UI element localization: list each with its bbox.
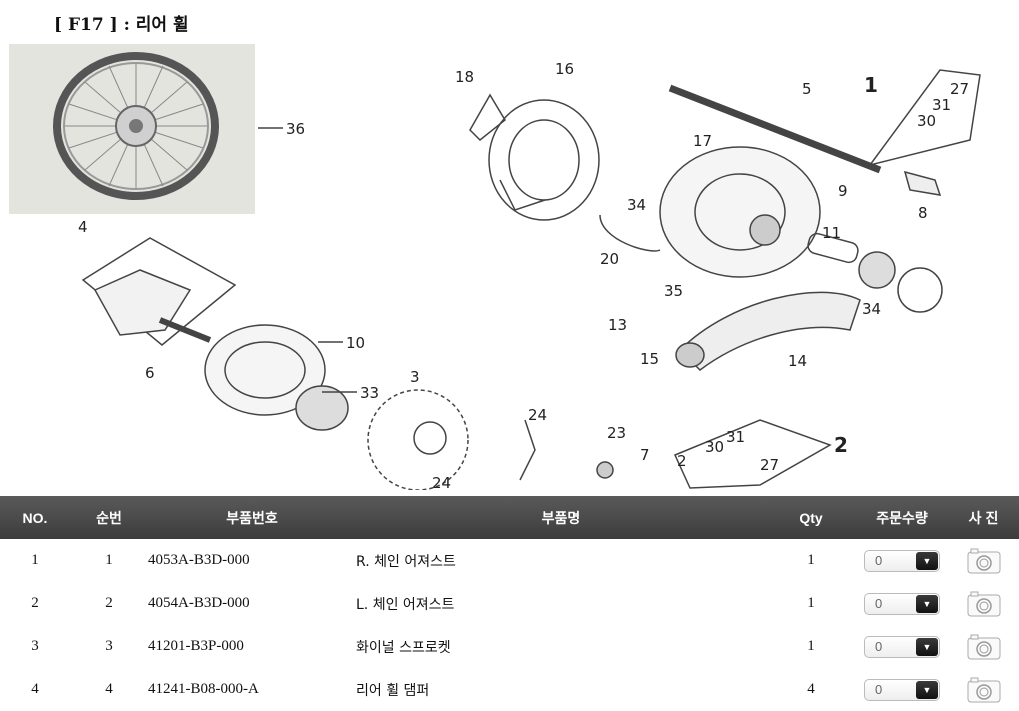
- callout-2: 2: [834, 433, 848, 457]
- parts-table: NO. 순번 부품번호 부품명 Qty 주문수량 사 진 1 1 4053A-B…: [0, 496, 1019, 711]
- callout-7: 7: [640, 446, 650, 464]
- chevron-down-icon: ▼: [916, 594, 938, 613]
- cell-photo: [948, 582, 1019, 625]
- callout-4: 4: [78, 218, 88, 236]
- callout-33: 33: [360, 384, 379, 402]
- table-header-row: NO. 순번 부품번호 부품명 Qty 주문수량 사 진: [0, 496, 1019, 539]
- chevron-down-icon: ▼: [916, 680, 938, 699]
- order-qty-value: 0: [875, 681, 883, 697]
- exploded-diagram: 36 4 6 10 33 3 18 16 17 34 20 35 13 15 1…: [78, 60, 981, 490]
- callout-13: 13: [608, 316, 627, 334]
- cell-no: 2: [31, 595, 39, 611]
- cell-order-qty: 0▼: [856, 625, 948, 668]
- cell-no: 1: [31, 552, 39, 568]
- callout-27: 27: [950, 80, 969, 98]
- camera-icon[interactable]: [967, 677, 1001, 703]
- cell-seq: 4: [105, 681, 113, 697]
- parts-diagram: 36 4 6 10 33 3 18 16 17 34 20 35 13 15 1…: [9, 44, 981, 490]
- callout-9: 9: [838, 182, 848, 200]
- header-qty: Qty: [799, 509, 823, 526]
- callout-10: 10: [346, 334, 365, 352]
- header-photo: 사 진: [968, 509, 999, 526]
- cell-qty: 1: [807, 638, 815, 654]
- cell-part-name: 화이널 스프로켓: [356, 639, 451, 656]
- callout-3: 3: [410, 368, 420, 386]
- cell-qty: 4: [807, 681, 815, 697]
- callout-31: 31: [932, 96, 951, 114]
- callout-6: 6: [145, 364, 155, 382]
- callout-24b: 24: [432, 474, 451, 490]
- callout-30: 30: [917, 112, 936, 130]
- cell-part-name: L. 체인 어져스트: [356, 596, 455, 613]
- callout-8: 8: [918, 204, 928, 222]
- cell-no: 3: [31, 638, 39, 654]
- cell-order-qty: 0▼: [856, 582, 948, 625]
- cell-photo: [948, 668, 1019, 711]
- cell-seq: 2: [105, 595, 113, 611]
- callout-27b: 27: [760, 456, 779, 474]
- camera-icon[interactable]: [967, 548, 1001, 574]
- callout-5: 5: [802, 80, 812, 98]
- camera-icon[interactable]: [967, 591, 1001, 617]
- chevron-down-icon: ▼: [916, 551, 938, 570]
- chevron-down-icon: ▼: [916, 637, 938, 656]
- header-no: NO.: [22, 509, 48, 526]
- cell-part-no: 4054A-B3D-000: [148, 595, 250, 611]
- callout-24: 24: [528, 406, 547, 424]
- callout-11: 11: [822, 224, 841, 242]
- order-qty-value: 0: [875, 638, 883, 654]
- callout-36: 36: [286, 120, 305, 138]
- callout-16: 16: [555, 60, 574, 78]
- cell-part-no: 4053A-B3D-000: [148, 552, 250, 568]
- header-part-name: 부품명: [541, 509, 581, 526]
- order-qty-value: 0: [875, 552, 883, 568]
- wheel-photo[interactable]: [9, 44, 255, 214]
- cell-qty: 1: [807, 595, 815, 611]
- callout-2-small: 2: [677, 452, 687, 470]
- table-row: 3 3 41201-B3P-000 화이널 스프로켓 1 0▼: [0, 625, 1019, 668]
- header-seq: 순번: [96, 509, 122, 526]
- cell-photo: [948, 539, 1019, 582]
- table-row: 4 4 41241-B08-000-A 리어 휠 댐퍼 4 0▼: [0, 668, 1019, 711]
- header-order-qty: 주문수량: [876, 509, 928, 526]
- table-row: 2 2 4054A-B3D-000 L. 체인 어져스트 1 0▼: [0, 582, 1019, 625]
- cell-photo: [948, 625, 1019, 668]
- cell-qty: 1: [807, 552, 815, 568]
- callout-1: 1: [864, 73, 878, 97]
- callout-15: 15: [640, 350, 659, 368]
- table-row: 1 1 4053A-B3D-000 R. 체인 어져스트 1 0▼: [0, 539, 1019, 582]
- camera-icon[interactable]: [967, 634, 1001, 660]
- callout-18: 18: [455, 68, 474, 86]
- callout-31b: 31: [726, 428, 745, 446]
- order-qty-select[interactable]: 0▼: [864, 635, 940, 658]
- order-qty-select[interactable]: 0▼: [864, 592, 940, 615]
- cell-seq: 3: [105, 638, 113, 654]
- cell-seq: 1: [105, 552, 113, 568]
- callout-30b: 30: [705, 438, 724, 456]
- cell-part-no: 41241-B08-000-A: [148, 681, 259, 697]
- callout-34: 34: [627, 196, 646, 214]
- cell-order-qty: 0▼: [856, 668, 948, 711]
- callout-34b: 34: [862, 300, 881, 318]
- cell-order-qty: 0▼: [856, 539, 948, 582]
- cell-no: 4: [31, 681, 39, 697]
- header-part-no: 부품번호: [226, 509, 278, 526]
- cell-part-no: 41201-B3P-000: [148, 638, 244, 654]
- callout-20: 20: [600, 250, 619, 268]
- order-qty-select[interactable]: 0▼: [864, 678, 940, 701]
- cell-part-name: R. 체인 어져스트: [356, 553, 456, 570]
- callout-35: 35: [664, 282, 683, 300]
- cell-part-name: 리어 휠 댐퍼: [356, 682, 430, 699]
- page-title: [ F17 ] : 리어 휠: [54, 15, 189, 35]
- order-qty-select[interactable]: 0▼: [864, 549, 940, 572]
- callout-17: 17: [693, 132, 712, 150]
- callout-14: 14: [788, 352, 807, 370]
- order-qty-value: 0: [875, 595, 883, 611]
- callout-23: 23: [607, 424, 626, 442]
